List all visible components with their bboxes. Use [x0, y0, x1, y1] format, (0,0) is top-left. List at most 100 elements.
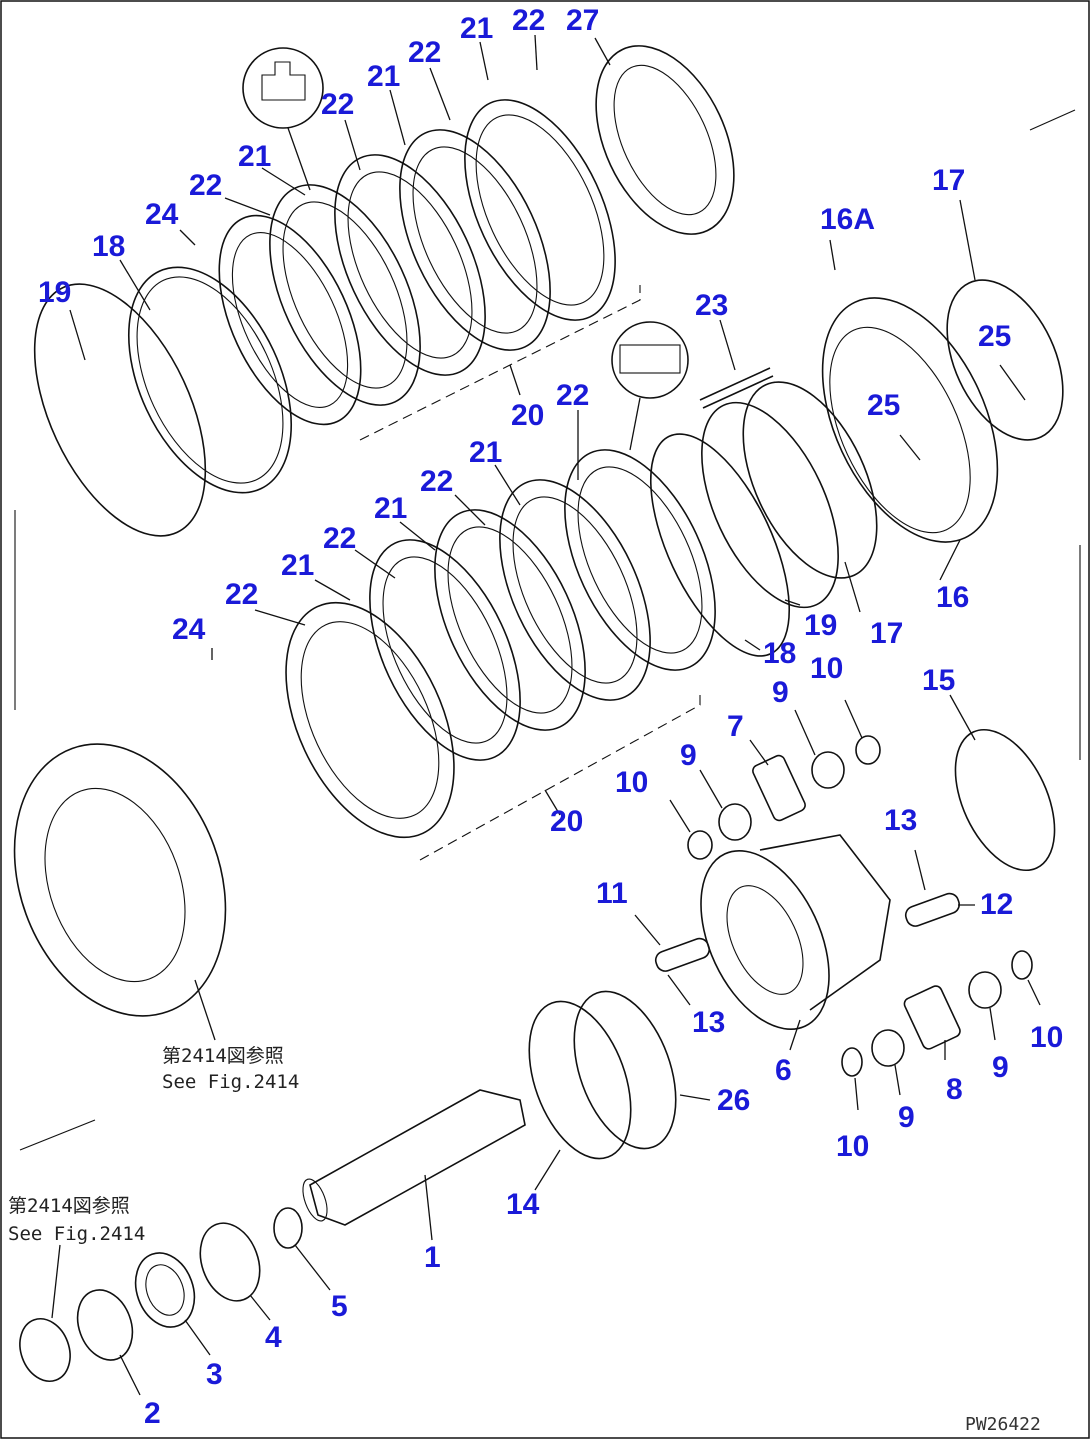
callout-20-b: 20 [550, 805, 583, 838]
disc-22-a-inner [412, 146, 538, 334]
callout-9-a: 9 [680, 739, 697, 772]
seal-ring-17-lower [742, 381, 878, 579]
plate-21-e [434, 509, 586, 731]
leader-9-c [894, 1064, 901, 1096]
leader-21-b [389, 89, 406, 146]
leader-9-b [794, 709, 816, 756]
spring-18-lower [649, 433, 791, 657]
input-shaft-1 [309, 1089, 526, 1226]
washer-10-a [687, 830, 713, 860]
callout-18-a: 18 [92, 230, 125, 263]
plate-21-d [564, 449, 716, 671]
plate-21-c-inner [231, 232, 349, 408]
leader-19-upper [69, 309, 86, 361]
callout-2: 2 [144, 1397, 161, 1430]
leader-19-lower [784, 599, 801, 606]
leader-15 [949, 694, 976, 741]
pin-detail-icon [261, 61, 306, 101]
leader-13-b [914, 849, 926, 891]
bracket-20-upper [359, 285, 641, 441]
leader-9-a [699, 769, 723, 809]
disc-22-e-inner [512, 496, 638, 684]
callout-4: 4 [265, 1321, 282, 1354]
leader-21-a [261, 167, 306, 196]
leader-10-b [844, 699, 863, 739]
disc-22-f [369, 539, 521, 761]
callout-21-d: 21 [281, 549, 314, 582]
callout-10-d: 10 [1030, 1021, 1063, 1054]
seal-reference [19, 1318, 71, 1382]
leader-24-upper [179, 229, 196, 246]
callout-22-d: 22 [512, 4, 545, 37]
seal-ring-26 [573, 990, 677, 1150]
callout-24-b: 24 [172, 613, 206, 646]
leader-22-i [454, 494, 486, 526]
plate-21-a-inner [475, 114, 605, 306]
upper-clutch-pack [33, 34, 735, 537]
reference-notes: 第2414図参照 See Fig.2414 第2414図参照 See Fig.2… [8, 1045, 299, 1245]
reference-housing [13, 743, 227, 1041]
housing-16-outer [821, 297, 999, 543]
leader-22-h [354, 549, 396, 579]
callout-13-a: 13 [692, 1006, 725, 1039]
leader-21-i [494, 464, 521, 506]
leader-key-bubble [629, 397, 641, 451]
input-shaft-1-end [302, 1178, 328, 1222]
leader-16 [939, 539, 961, 581]
callout-22-c: 22 [408, 36, 441, 69]
leader-10-d [1027, 979, 1041, 1006]
callout-26: 26 [717, 1084, 750, 1117]
planet-carrier [634, 699, 1041, 1111]
note-ref-a-jp: 第2414図参照 [162, 1045, 284, 1067]
callout-21-c: 21 [460, 12, 493, 45]
callout-8: 8 [946, 1073, 963, 1106]
leader-22-g [254, 609, 306, 626]
callout-17-b: 17 [870, 617, 903, 650]
key-detail-icon [619, 344, 681, 374]
callout-24-a: 24 [145, 198, 179, 231]
carrier-6-bore [726, 885, 804, 995]
bearing-9-a [718, 803, 752, 841]
leader-18-upper [119, 259, 151, 311]
carrier-6-face [700, 850, 830, 1030]
bearing-3-inner [145, 1264, 185, 1316]
leader-16a [829, 239, 836, 271]
callout-18-b: 18 [763, 637, 796, 670]
callout-22-f: 22 [323, 522, 356, 555]
washer-10-b [855, 735, 881, 765]
key-detail-bubble [611, 321, 689, 399]
leader-5 [294, 1244, 331, 1291]
reference-housing-inner [44, 787, 186, 983]
shaft-11 [654, 937, 710, 972]
leader-17-lower [844, 561, 861, 613]
disc-22-b [269, 184, 421, 406]
callout-27: 27 [566, 4, 599, 37]
spring-18-upper [127, 266, 293, 494]
housing-16-inner [829, 326, 971, 534]
leader-22-b [344, 119, 361, 171]
note-ref-b-jp: 第2414図参照 [8, 1195, 130, 1217]
disc-22-f-inner [382, 556, 508, 744]
planet-gear-7 [752, 754, 806, 822]
plate-21-b-inner [347, 171, 473, 359]
callout-9-d: 9 [992, 1051, 1009, 1084]
callout-23: 23 [695, 289, 728, 322]
callout-19-a: 19 [38, 276, 71, 309]
leader-21-h [399, 521, 436, 551]
ring-gear-27 [595, 45, 735, 235]
callout-22-b: 22 [321, 88, 354, 121]
note-ref-b-en: See Fig.2414 [8, 1223, 145, 1245]
bearing-9-b [811, 751, 845, 789]
note-ref-a-en: See Fig.2414 [162, 1071, 299, 1093]
carrier-6-body [759, 834, 891, 1011]
leader-reference-a [194, 979, 216, 1041]
leader-13-a [667, 974, 691, 1006]
callout-7: 7 [727, 710, 744, 743]
leader-1 [424, 1174, 433, 1241]
leader-17-upper [959, 199, 976, 281]
leader-25-a [999, 364, 1026, 401]
plate-21-c [218, 214, 362, 426]
leader-14 [534, 1149, 561, 1191]
lower-clutch-pack [211, 319, 878, 861]
